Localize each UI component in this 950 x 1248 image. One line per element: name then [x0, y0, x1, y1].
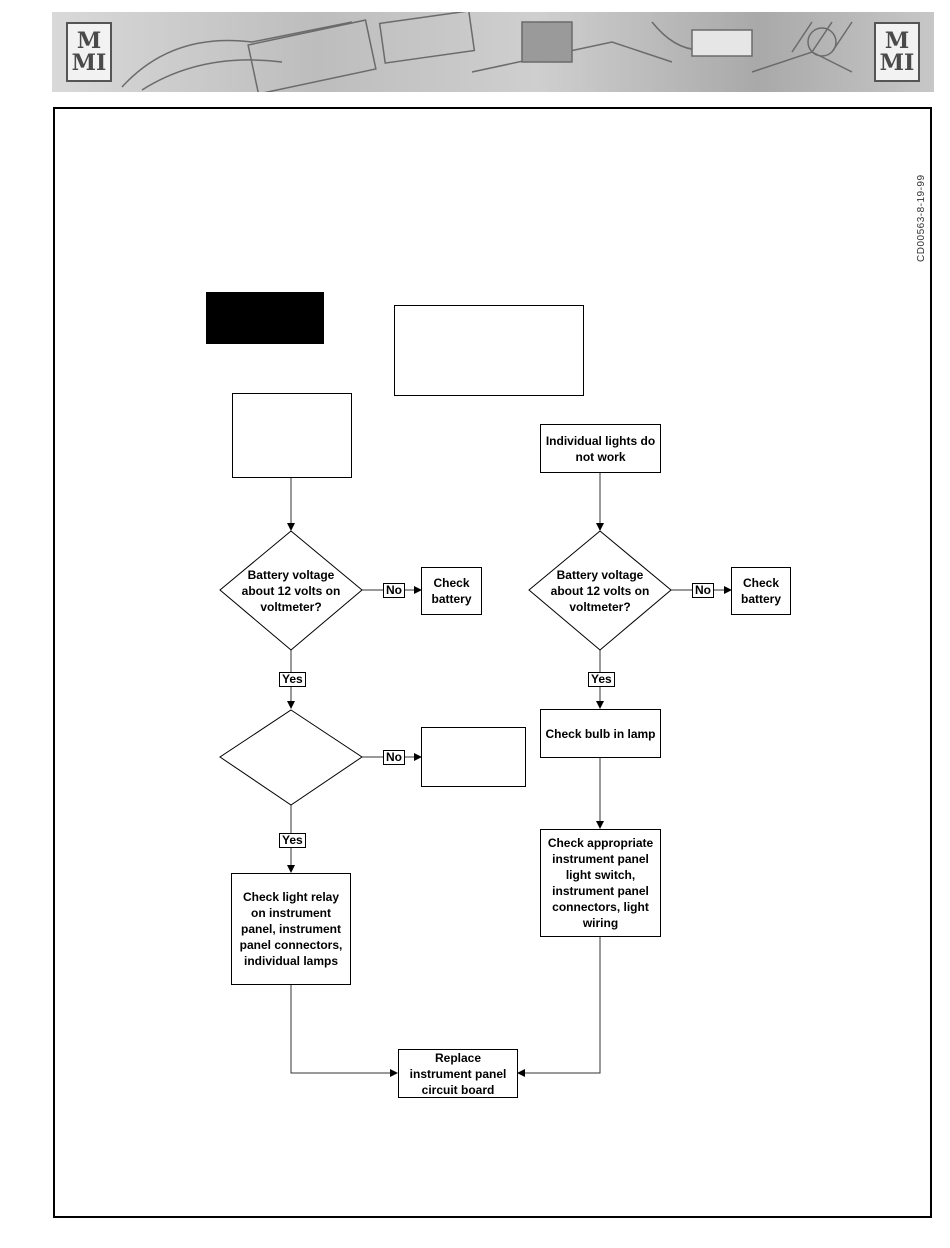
- check-switch-box: Check appropriate instrument panel light…: [540, 829, 661, 937]
- decision-left-1-text: Battery voltage about 12 volts on voltme…: [241, 568, 341, 614]
- decision-left-1-shape: [219, 530, 363, 651]
- yes-label-left-1: Yes: [279, 672, 306, 687]
- decision-left-2-text: [240, 735, 342, 779]
- black-label-block: [206, 292, 324, 344]
- check-battery-left-box: Check battery: [421, 567, 482, 615]
- left-start-box: [232, 393, 352, 478]
- decision-left-2-shape: [219, 709, 363, 806]
- right-start-box: Individual lights do not work: [540, 424, 661, 473]
- no-label-right-1: No: [692, 583, 714, 598]
- header-illustration: [121, 12, 853, 92]
- page-frame: [53, 107, 932, 1218]
- check-bulb-box: Check bulb in lamp: [540, 709, 661, 758]
- decision-right-1-text: Battery voltage about 12 volts on voltme…: [550, 568, 650, 614]
- yes-label-left-2: Yes: [279, 833, 306, 848]
- top-note-box: [394, 305, 584, 396]
- left-no-result-box: [421, 727, 526, 787]
- check-battery-right-box: Check battery: [731, 567, 791, 615]
- check-relay-box: Check light relay on instrument panel, i…: [231, 873, 351, 985]
- replace-board-box: Replace instrument panel circuit board: [398, 1049, 518, 1098]
- no-label-left-2: No: [383, 750, 405, 765]
- decision-right-1-shape: [528, 530, 672, 651]
- yes-label-right-1: Yes: [588, 672, 615, 687]
- no-label-left-1: No: [383, 583, 405, 598]
